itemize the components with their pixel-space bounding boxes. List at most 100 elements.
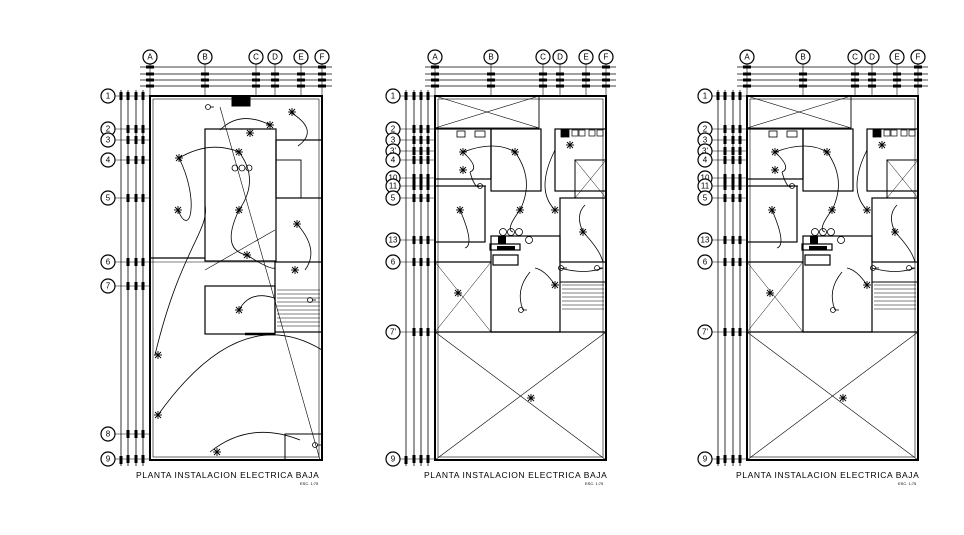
- circuit-wire: [544, 149, 556, 211]
- light-fixture-stroke: [566, 141, 574, 149]
- light-fixture-stroke: [863, 206, 871, 214]
- axis-bubble-circle: [697, 324, 713, 340]
- light-fixture-icon: [243, 251, 251, 259]
- room-bathroom: [275, 139, 323, 199]
- fixture-icon: [596, 129, 604, 137]
- circuit-wire: [154, 204, 206, 356]
- counter-fill: [809, 246, 827, 250]
- axis-bubble-label: 4: [703, 156, 708, 165]
- circuit-wire: [157, 334, 323, 416]
- room-hall: [802, 128, 854, 192]
- light-fixture-stroke: [863, 281, 871, 289]
- circuit-wire: [238, 151, 250, 211]
- axis-bubble-label: E: [583, 53, 588, 62]
- circuit-wire: [514, 151, 527, 211]
- col-axis-bubble-F: F: [598, 49, 614, 65]
- diagonal-line: [746, 95, 852, 129]
- diagonal-line: [886, 159, 919, 199]
- sink-icon: [474, 130, 486, 138]
- light-fixture-icon: [235, 206, 243, 214]
- light-fixture-stroke: [154, 351, 162, 359]
- light-fixture-stroke: [288, 108, 296, 116]
- axis-bubble-label: 3': [390, 147, 396, 156]
- light-fixture-stroke: [459, 148, 467, 156]
- axis-bubble-label: B: [488, 53, 493, 62]
- room-living: [746, 185, 798, 243]
- diagonal-line: [204, 229, 276, 271]
- col-axis-bubble-B: B: [795, 49, 811, 65]
- axis-bubble-label: 9: [391, 455, 396, 464]
- circuit-wire: [246, 254, 276, 269]
- light-fixture-stroke: [551, 206, 559, 214]
- diagonal-line: [434, 331, 607, 461]
- light-fixture-icon: [235, 148, 243, 156]
- light-fixture-icon: [823, 148, 831, 156]
- axis-bubble-circle: [385, 152, 401, 168]
- light-fixture-stroke: [516, 206, 524, 214]
- axis-bubble-label: 7': [702, 328, 708, 337]
- counter-fill: [497, 246, 515, 250]
- axis-bubble-circle: [697, 88, 713, 104]
- axis-bubble-label: 6: [703, 258, 708, 267]
- stove-burner: [238, 164, 246, 172]
- circuit-wire: [219, 118, 271, 131]
- light-fixture-icon: [246, 129, 254, 137]
- axis-bubble-label: 3: [391, 136, 396, 145]
- room-stair: [871, 281, 919, 333]
- light-fixture-stroke: [246, 129, 254, 137]
- row-axis-bubble-1: 2: [385, 121, 401, 137]
- row-axis-bubble-4: 4: [385, 152, 401, 168]
- axis-bubble-label: 2: [391, 125, 396, 134]
- axis-bubble-circle: [293, 49, 309, 65]
- light-fixture-icon: [213, 448, 221, 456]
- fixture-icon: [578, 129, 586, 137]
- plan-scale: ESC. 1:75: [585, 481, 604, 486]
- toilet-icon: [768, 130, 778, 138]
- light-fixture-icon: [288, 108, 296, 116]
- light-fixture-stroke: [235, 306, 243, 314]
- light-fixture-stroke: [213, 448, 221, 456]
- garden-light-dot: [529, 396, 533, 400]
- room-living: [434, 185, 486, 243]
- outlet-icon: [558, 265, 567, 271]
- axis-bubble-circle: [864, 49, 880, 65]
- axis-bubble-label: 1: [703, 92, 708, 101]
- light-fixture-stroke: [891, 228, 899, 236]
- axis-bubble-label: 11: [389, 182, 398, 191]
- light-fixture-stroke: [551, 281, 559, 289]
- diagonal-line: [434, 261, 492, 333]
- axis-bubble-label: D: [869, 53, 875, 62]
- diagonal-line: [746, 261, 804, 333]
- light-fixture-stroke: [291, 266, 299, 274]
- axis-bubble-label: 1: [391, 92, 396, 101]
- circuit-wire: [826, 151, 839, 211]
- axis-bubble-circle: [100, 426, 116, 442]
- appliance-box: [231, 95, 251, 107]
- light-fixture-stroke: [235, 206, 243, 214]
- row-axis-bubble-4: 5: [100, 190, 116, 206]
- circuit-wire: [209, 431, 301, 453]
- circuit-wire: [177, 157, 192, 221]
- light-fixture-stroke: [235, 148, 243, 156]
- axis-bubble-circle: [100, 278, 116, 294]
- room-hall: [490, 128, 542, 192]
- axis-bubble-label: B: [202, 53, 207, 62]
- axis-bubble-label: 7: [106, 282, 111, 291]
- col-axis-bubble-A: A: [427, 49, 443, 65]
- circuit-wire: [781, 171, 793, 188]
- outlet-icon: [830, 307, 839, 313]
- chair-icon: [499, 228, 507, 236]
- axis-bubble-label: 2: [106, 125, 111, 134]
- plan-title: PLANTA INSTALACION ELECTRICA BAJA: [736, 470, 919, 480]
- light-fixture-icon: [291, 266, 299, 274]
- fixture-icon: [890, 129, 898, 137]
- plan-scale: ESC. 1:75: [898, 481, 917, 486]
- axis-bubble-label: F: [916, 53, 921, 62]
- row-axis-bubble-9: 6: [697, 254, 713, 270]
- col-axis-bubble-B: B: [197, 49, 213, 65]
- circuit-wire: [230, 209, 248, 256]
- light-fixture-stroke: [243, 251, 251, 259]
- room-stair: [559, 281, 607, 333]
- col-axis-bubble-A: A: [142, 49, 158, 65]
